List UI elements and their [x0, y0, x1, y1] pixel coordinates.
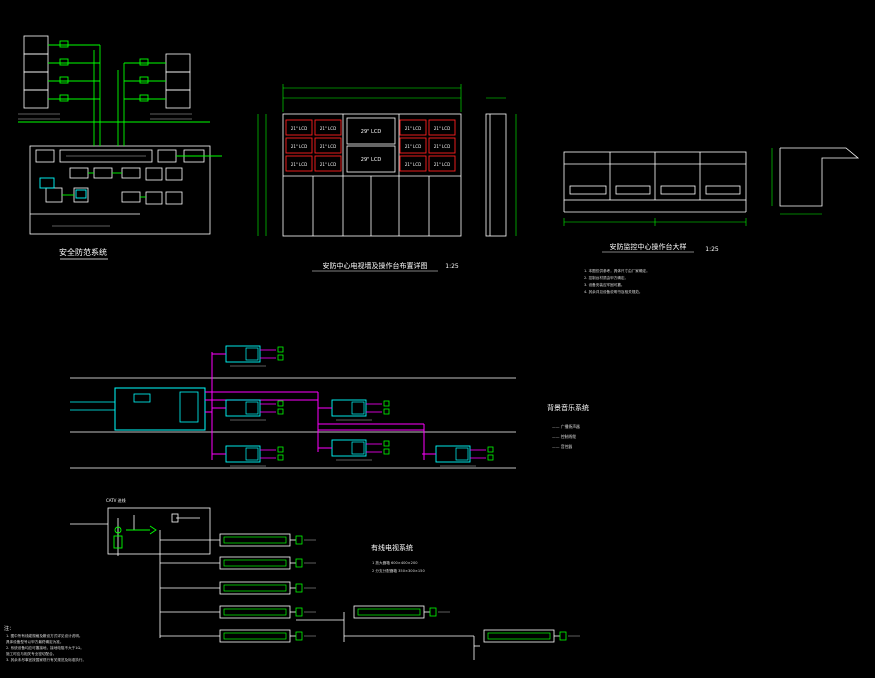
large-monitor-1: [346, 117, 396, 145]
small-monitor-label: 21" LCD: [320, 126, 336, 131]
console-note: 3. 设备安装应牢固可靠。: [584, 282, 625, 287]
footnote-line: 具体设备型号以甲方最终确定为准。: [6, 639, 64, 644]
security-cyan-devices: [39, 177, 87, 199]
console-elevation: [563, 147, 860, 226]
tv-wall-monitor-labels: 21" LCD 21" LCD 21" LCD 21" LCD 21" LCD 21" L…: [291, 126, 450, 167]
small-monitor: [314, 155, 342, 172]
small-monitor: [399, 155, 427, 172]
catv-amplifier-units: [219, 533, 580, 643]
broadcast-unit: [422, 445, 494, 467]
broadcast-legend-item: —— 广播扬声器: [552, 424, 580, 429]
broadcast-system-diagram: 背景音乐系统 —— 广播扬声器 —— 控制线缆 —— 音控器: [70, 345, 589, 469]
console-note: 2. 控制台材质由甲方确定。: [584, 275, 628, 280]
small-monitor: [428, 155, 456, 172]
security-control-cabinet: [29, 145, 211, 235]
security-floor-boxes-left: [23, 35, 49, 109]
small-monitor: [285, 119, 313, 136]
catv-note: 2 分支分配器箱 350×300×150: [372, 568, 425, 573]
small-monitor-label: 21" LCD: [434, 162, 450, 167]
small-monitor: [428, 137, 456, 154]
broadcast-unit: [318, 399, 390, 421]
catv-head-end-box: [107, 507, 211, 555]
small-monitor: [399, 137, 427, 154]
broadcast-amplifier-units: [212, 345, 494, 467]
small-monitor-label: 21" LCD: [291, 162, 307, 167]
console-side-profile: [779, 147, 860, 207]
catv-unit: [483, 629, 580, 643]
console-note: 4. 其余详见设备说明书及相关规范。: [584, 289, 642, 294]
small-monitor-label: 21" LCD: [291, 126, 307, 131]
small-monitor: [314, 137, 342, 154]
console-notes: 1. 本图仅供参考，具体尺寸由厂家确定。 2. 控制台材质由甲方确定。 3. 设…: [584, 268, 650, 294]
tv-wall-cabinet-elevation: [257, 84, 517, 237]
large-monitor-2: [346, 145, 396, 173]
security-floor-boxes-right: [165, 53, 191, 109]
small-monitor-label: 21" LCD: [405, 144, 421, 149]
small-monitor-label: 21" LCD: [405, 162, 421, 167]
small-monitor: [285, 137, 313, 154]
catv-note: 1 放大器箱 600×400×200: [372, 560, 418, 565]
footnote-header: 注：: [4, 625, 14, 632]
footnotes: 注： 1. 图中所有线缆规格及敷设方式详见设计说明。 具体设备型号以甲方最终确定…: [4, 625, 86, 662]
broadcast-legend-item: —— 控制线缆: [552, 434, 576, 439]
broadcast-unit: [212, 445, 284, 467]
catv-unit: [353, 605, 450, 619]
footnote-line: 施工时应与相关专业密切配合。: [6, 651, 56, 656]
small-monitor: [399, 119, 427, 136]
catv-title: 有线电视系统: [371, 543, 413, 552]
catv-unit: [219, 629, 316, 643]
broadcast-main-rack: [114, 387, 206, 431]
small-monitor-label: 21" LCD: [405, 126, 421, 131]
footnote-line: 1. 图中所有线缆规格及敷设方式详见设计说明。: [6, 633, 82, 638]
catv-unit: [219, 605, 316, 619]
small-monitor: [314, 119, 342, 136]
small-monitor-label: 21" LCD: [320, 162, 336, 167]
security-green-wiring: [18, 40, 222, 198]
tv-wall-outline: [282, 113, 462, 237]
small-monitor-label: 21" LCD: [434, 126, 450, 131]
broadcast-unit: [212, 345, 284, 367]
security-system-title: 安全防范系统: [59, 247, 107, 257]
tv-wall-title: 安防中心电视墙及操作台布置详图: [323, 261, 428, 270]
catv-unit: [219, 533, 316, 547]
broadcast-legend-item: —— 音控器: [552, 444, 572, 449]
catv-unit: [219, 556, 316, 570]
catv-unit: [219, 581, 316, 595]
tv-wall-monitors: [285, 119, 456, 172]
small-monitor: [428, 119, 456, 136]
small-monitor-label: 21" LCD: [320, 144, 336, 149]
catv-system-diagram: CATV 进线 有线电视系统 1 放大器: [70, 497, 580, 660]
broadcast-title: 背景音乐系统: [547, 403, 589, 412]
small-monitor: [285, 155, 313, 172]
large-monitor-label-2: 29" LCD: [361, 157, 382, 163]
broadcast-trunk-lines: [205, 352, 425, 460]
broadcast-unit: [318, 439, 390, 461]
large-monitor-label-1: 29" LCD: [361, 129, 382, 135]
footnote-line: 3. 其余未尽事宜按国家现行有关规范及标准执行。: [6, 657, 86, 662]
small-monitor-label: 21" LCD: [291, 144, 307, 149]
console-title: 安防监控中心操作台大样: [610, 242, 687, 251]
tv-wall-scale: 1:25: [445, 263, 459, 270]
console-note: 1. 本图仅供参考，具体尺寸由厂家确定。: [584, 268, 650, 273]
broadcast-unit: [212, 399, 284, 421]
small-monitor-label: 21" LCD: [434, 144, 450, 149]
console-scale: 1:25: [705, 246, 719, 253]
footnote-line: 2. 系统设备均应可靠接地，接地电阻不大于1Ω。: [6, 645, 84, 650]
tv-wall-side-view: [485, 113, 507, 237]
catv-top-label: CATV 进线: [106, 497, 126, 503]
security-system-diagram: [18, 35, 211, 235]
